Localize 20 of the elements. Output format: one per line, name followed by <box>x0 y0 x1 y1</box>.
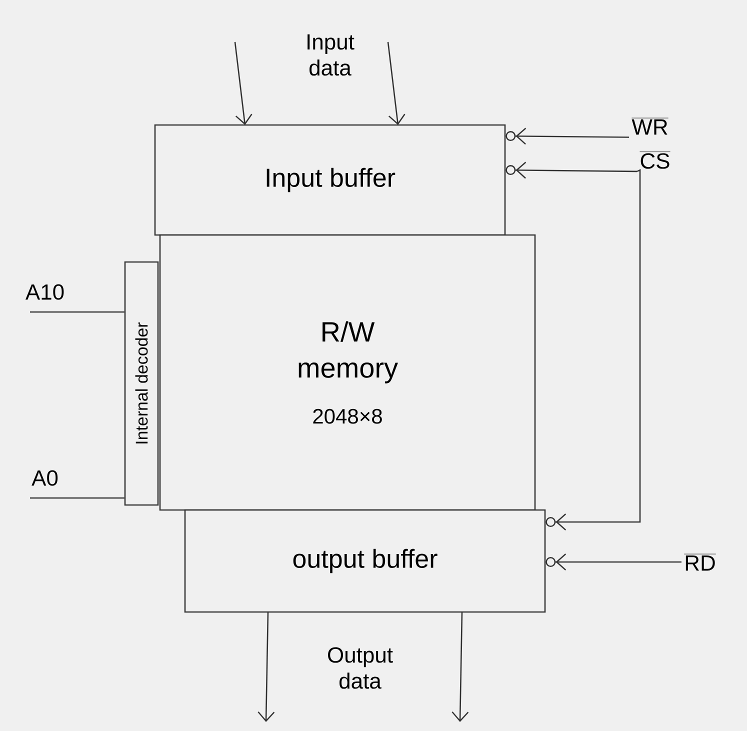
arrow <box>506 162 638 179</box>
signal-label: A10 <box>25 284 64 300</box>
arrow <box>546 554 682 570</box>
signal-line <box>30 311 124 313</box>
arrow <box>258 612 275 722</box>
signal-label: WR <box>631 118 669 135</box>
signal-label: CS <box>640 152 670 169</box>
signal-line <box>30 497 124 499</box>
arrow <box>452 612 469 722</box>
decoder-box: Internal decoder <box>124 261 159 506</box>
arrow <box>234 42 252 125</box>
buffer-box: output buffer <box>184 509 546 613</box>
buffer-box: Input buffer <box>154 124 506 236</box>
signal-label: A0 <box>32 470 58 486</box>
arrow <box>387 42 406 125</box>
arrow <box>546 168 641 530</box>
signal-label: Input data <box>308 34 354 76</box>
signal-label: Output data <box>328 647 393 689</box>
arrow <box>506 128 630 145</box>
signal-label: RD <box>684 554 716 571</box>
